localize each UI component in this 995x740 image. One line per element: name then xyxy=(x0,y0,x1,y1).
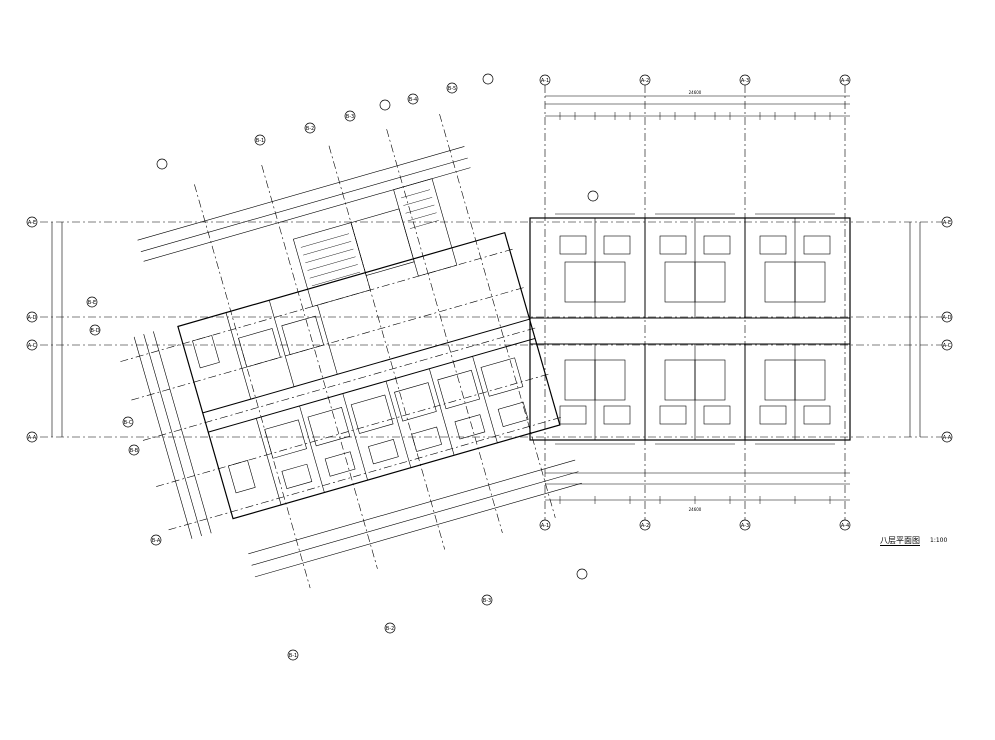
overall-dim-bottom: 24600 xyxy=(689,507,702,512)
grid-label-rot-left-4: B-B xyxy=(130,448,139,454)
grid-label-bottom-1: A-1 xyxy=(541,523,549,529)
grid-label-right-2: A-D xyxy=(943,315,952,321)
grid-label-rot-top-3: B-3 xyxy=(346,114,354,120)
grid-label-rot-top-5: B-5 xyxy=(448,86,456,92)
grid-label-right-1: A-E xyxy=(943,220,951,226)
drawing-title: 八层平面图 xyxy=(880,536,920,546)
grid-label-rot-top-2: B-2 xyxy=(306,126,314,132)
grid-label-rot-left-5: B-A xyxy=(152,538,161,544)
grid-label-left-4: A-A xyxy=(28,435,37,441)
grid-label-left-3: A-C xyxy=(28,343,37,349)
grid-label-top-2: A-2 xyxy=(641,78,649,84)
grid-bubbles-top-right xyxy=(26,73,953,661)
overall-dim-top: 24600 xyxy=(689,90,702,95)
grid-label-rot-bottom-1: B-1 xyxy=(289,653,297,659)
grid-label-rot-bottom-3: B-3 xyxy=(483,598,491,604)
grid-label-right-3: A-C xyxy=(943,343,952,349)
grid-label-rot-bottom-2: B-2 xyxy=(386,626,394,632)
left-wing xyxy=(120,113,582,589)
grid-label-rot-top-1: B-1 xyxy=(256,138,264,144)
grid-label-right-4: A-A xyxy=(943,435,952,441)
grid-label-bottom-3: A-3 xyxy=(741,523,749,529)
grid-label-bottom-2: A-2 xyxy=(641,523,649,529)
grid-label-top-3: A-3 xyxy=(741,78,749,84)
grid-label-top-4: A-4 xyxy=(841,78,849,84)
grid-label-rot-left-2: B-D xyxy=(90,328,99,334)
drawing-scale: 1:100 xyxy=(930,537,948,544)
grid-label-left-1: A-E xyxy=(28,220,36,226)
grid-label-rot-left-3: B-C xyxy=(124,420,133,426)
right-wing xyxy=(40,85,950,520)
grid-label-left-2: A-D xyxy=(28,315,37,321)
grid-label-rot-top-4: B-4 xyxy=(409,97,417,103)
grid-label-bottom-4: A-4 xyxy=(841,523,849,529)
grid-label-top-1: A-1 xyxy=(541,78,549,84)
title-block: 八层平面图 1:100 xyxy=(880,536,960,550)
grid-label-rot-left-1: B-E xyxy=(88,300,96,306)
grid-bubble-labels: A-1 A-2 A-3 A-4 A-1 A-2 A-3 A-4 A-E A-D … xyxy=(28,78,952,659)
